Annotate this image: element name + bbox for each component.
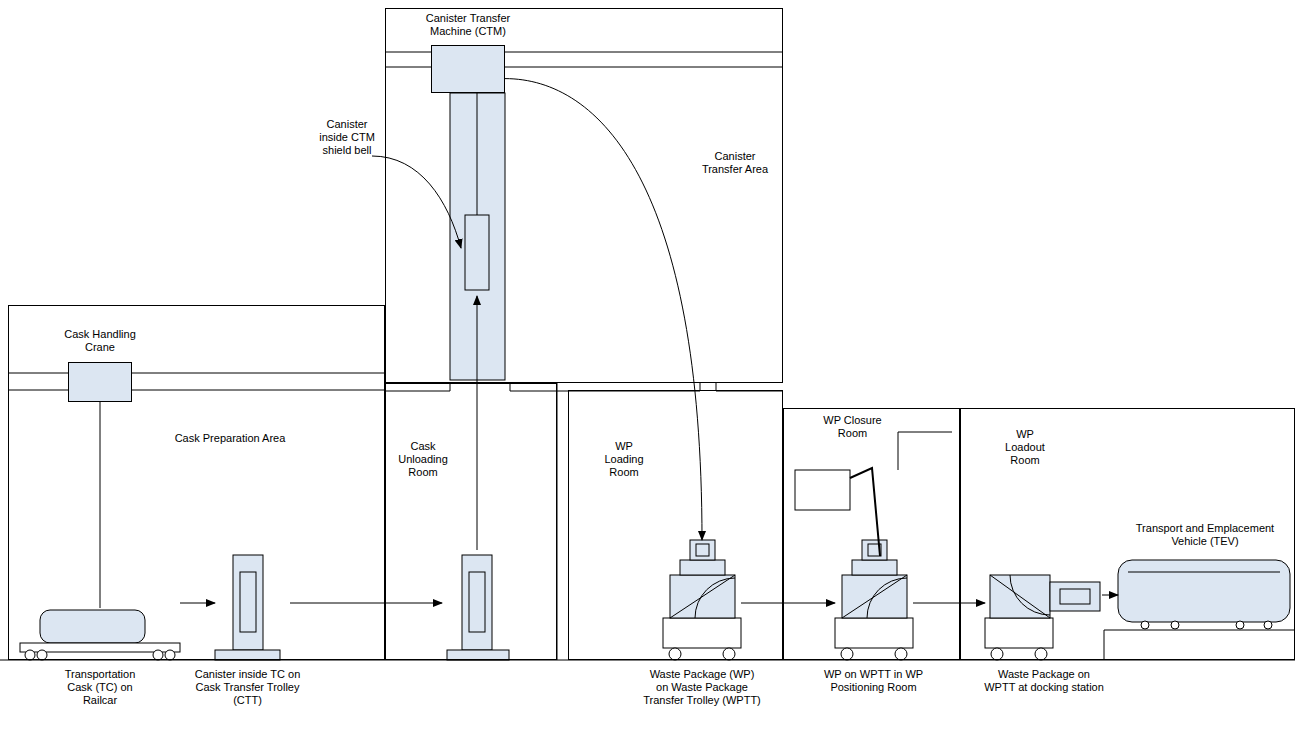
equipment-item: Waste Package (WP) on Waste Package Tran… (663, 540, 741, 660)
crane-box: Cask Handling Crane (68, 362, 132, 402)
node-label: Canister Transfer Machine (CTM) (418, 12, 518, 38)
node-label: WP on WPTT in WP Positioning Room (816, 668, 931, 694)
equipment-item: Waste Package on WPTT at docking station (985, 572, 1102, 660)
flow-arrow (1102, 595, 1118, 596)
node-label: Waste Package (WP) on Waste Package Tran… (642, 668, 762, 708)
flow-arrow (180, 603, 215, 604)
node-label: Canister Transfer Area (695, 150, 775, 176)
flow-arrow (741, 603, 835, 604)
machine-box: Canister Transfer Machine (CTM) (431, 45, 505, 93)
node-label: WP Loading Room (600, 440, 648, 480)
room-area: WP Loading RoomWaste Package (WP) on Was… (568, 390, 783, 660)
callout-label: Canister inside CTM shield bell (312, 118, 382, 158)
node-label: Waste Package on WPTT at docking station (984, 668, 1104, 694)
node-label: Cask Unloading Room (393, 440, 453, 480)
room-area: Canister Transfer Area Canister Transfer … (385, 8, 783, 383)
node-label: WP Closure Room (815, 414, 890, 440)
node-label: Cask Preparation Area (160, 432, 300, 445)
room-area: Cask Unloading Room (385, 383, 557, 660)
equipment-item: Canister inside TC on Cask Transfer Trol… (215, 550, 280, 660)
equipment-item: Transportation Cask (TC) on Railcar (20, 595, 180, 660)
flow-arrow (913, 603, 985, 604)
node-label: WP Loadout Room (1000, 428, 1050, 468)
node-label: Cask Handling Crane (55, 328, 145, 354)
node-label: Transportation Cask (TC) on Railcar (60, 668, 140, 708)
room-area: Cask Preparation Area Cask Handling Crane… (8, 305, 385, 660)
flow-arrow (505, 79, 702, 540)
room-area: WP Closure Room WP on WPTT in WP Position… (783, 408, 960, 660)
equipment-item: WP on WPTT in WP Positioning Room (835, 540, 913, 660)
vehicle-item: Transport and Emplacement Vehicle (TEV) (1118, 556, 1292, 626)
node-label: Canister inside TC on Cask Transfer Trol… (185, 668, 310, 708)
room-area: WP Loadout RoomWaste Package on WPTT at … (960, 408, 1295, 660)
node-label: Transport and Emplacement Vehicle (TEV) (1130, 522, 1280, 548)
